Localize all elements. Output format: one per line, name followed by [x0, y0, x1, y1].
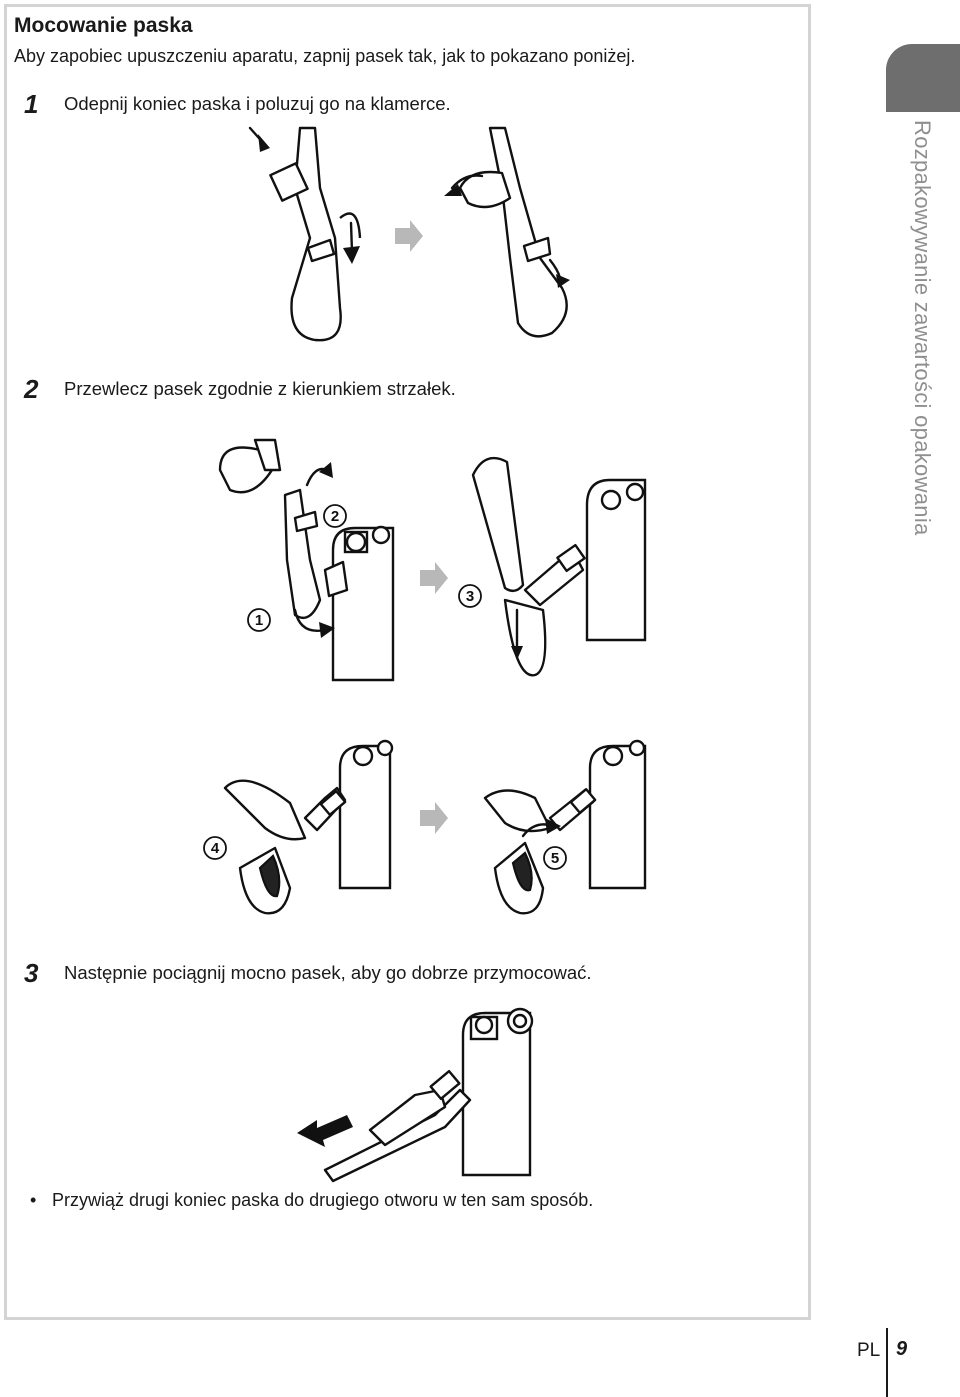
figure-fasten-loop: 4 5 [203, 739, 647, 915]
page-number: 9 [896, 1338, 908, 1360]
figure-unfasten-strap [248, 126, 570, 342]
bullet-marker: • [30, 1190, 37, 1210]
step-number: 2 [24, 374, 39, 404]
step-text: Przewlecz pasek zgodnie z kierunkiem str… [64, 378, 456, 399]
step-number: 3 [24, 958, 39, 988]
step-text: Odepnij koniec paska i poluzuj go na kla… [64, 93, 451, 114]
bullet-text: Przywiąż drugi koniec paska do drugiego … [52, 1190, 594, 1210]
callout-3: 3 [466, 588, 474, 605]
figure-thread-strap: 2 1 3 [218, 438, 647, 682]
chapter-title-vertical: Rozpakowywanie zawartości opakowania [910, 120, 935, 536]
step-number: 1 [24, 89, 39, 119]
callout-2: 2 [331, 508, 339, 525]
callout-1: 1 [255, 612, 263, 629]
chapter-tab [886, 44, 960, 112]
footer-language: PL [857, 1340, 881, 1361]
footer-divider [886, 1328, 888, 1397]
callout-4: 4 [211, 840, 220, 857]
section-title: Mocowanie paska [14, 14, 193, 37]
step-text: Następnie pociągnij mocno pasek, aby go … [64, 962, 592, 983]
section-intro: Aby zapobiec upuszczeniu aparatu, zapnij… [14, 46, 636, 66]
figure-pull-strap [297, 1007, 534, 1183]
callout-5: 5 [551, 850, 559, 867]
